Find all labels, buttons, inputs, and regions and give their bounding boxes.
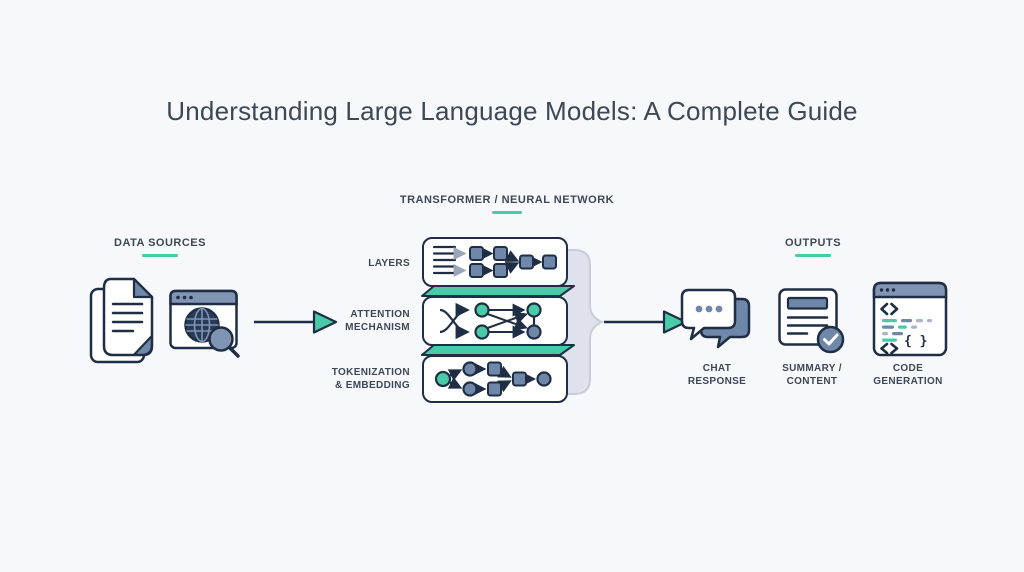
attention-crossing-icon — [439, 302, 542, 340]
attention-box — [422, 296, 568, 346]
layers-label-line: LAYERS — [368, 258, 410, 269]
chat-bubbles-icon — [680, 288, 751, 349]
code-generation-label: CODE GENERATION — [853, 362, 963, 388]
outputs-heading-text: OUTPUTS — [784, 237, 842, 249]
attention-label: ATTENTION MECHANISM — [284, 308, 410, 334]
data-sources-heading-text: DATA SOURCES — [114, 237, 206, 249]
web-browser-search-icon — [169, 289, 240, 358]
attention-label-line2: MECHANISM — [345, 322, 410, 333]
summary-content-label: SUMMARY / CONTENT — [757, 362, 867, 388]
summary-content-label-line2: CONTENT — [786, 376, 838, 387]
code-generation-label-line1: CODE — [892, 363, 924, 374]
chat-response-label-line1: CHAT — [702, 363, 732, 374]
summary-content-label-line1: SUMMARY / — [782, 363, 842, 374]
chat-response-label-line2: RESPONSE — [687, 376, 747, 387]
code-generation-label-line2: GENERATION — [873, 376, 943, 387]
tokenization-box — [422, 355, 568, 403]
tokenization-flow-icon — [434, 361, 552, 397]
layers-label: LAYERS — [284, 257, 410, 270]
chat-response-label: CHAT RESPONSE — [662, 362, 772, 388]
summary-document-icon — [778, 288, 845, 354]
outputs-heading: OUTPUTS — [733, 237, 893, 257]
data-sources-heading: DATA SOURCES — [80, 237, 240, 257]
transformer-heading-text: TRANSFORMER / NEURAL NETWORK — [399, 194, 615, 206]
layers-box — [422, 237, 568, 287]
svg-text:{ }: { } — [904, 334, 927, 349]
teal-underline — [142, 254, 178, 257]
stacked-documents-icon — [89, 277, 154, 364]
layers-flow-icon — [432, 245, 557, 278]
teal-underline — [492, 211, 522, 214]
teal-underline — [795, 254, 831, 257]
transformer-heading: TRANSFORMER / NEURAL NETWORK — [377, 194, 637, 214]
output-arrow-icon — [604, 310, 688, 334]
code-window-icon: { } — [872, 281, 948, 357]
input-arrow-icon — [254, 310, 338, 334]
attention-label-line1: ATTENTION — [350, 309, 410, 320]
tokenization-label-line2: & EMBEDDING — [335, 380, 410, 391]
tokenization-label-line1: TOKENIZATION — [331, 367, 410, 378]
tokenization-label: TOKENIZATION & EMBEDDING — [284, 366, 410, 392]
page-title: Understanding Large Language Models: A C… — [166, 96, 858, 126]
